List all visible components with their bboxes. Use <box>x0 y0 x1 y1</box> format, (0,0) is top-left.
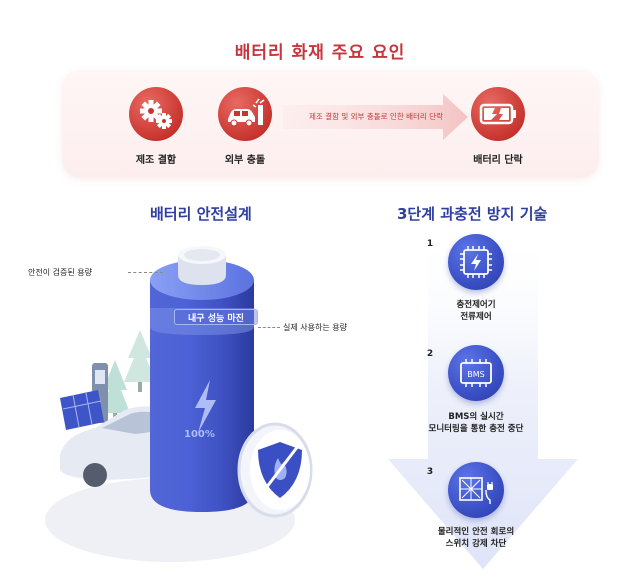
callout-actual: 실제 사용하는 용량 <box>283 323 347 332</box>
bms-icon-text: BMS <box>467 370 484 379</box>
overcharge-title: 3단계 과충전 방지 기술 <box>397 205 548 223</box>
chip-bolt-icon <box>448 234 504 290</box>
callout-line <box>128 272 163 273</box>
callout-verified: 안전이 검증된 용량 <box>28 268 92 277</box>
callout-line <box>258 327 280 328</box>
broken-battery-icon <box>471 87 525 141</box>
step-3-line2: 스위치 강제 차단 <box>445 539 507 549</box>
car-crash-icon <box>218 87 272 141</box>
step-1-line1: 충전제어기 <box>456 300 496 310</box>
result-label: 배터리 단락 <box>473 155 523 166</box>
switch-cutoff-icon <box>448 462 504 518</box>
cause-label-manufacturing: 제조 결함 <box>135 155 177 166</box>
step-2-line1: BMS의 실시간 <box>448 412 504 422</box>
arrow-caption: 제조 결함 및 외부 충돌로 인한 배터리 단락 <box>309 112 443 121</box>
page-title: 배터리 화재 주요 요인 <box>234 43 406 63</box>
step-3-line1: 물리적인 안전 회로의 <box>437 527 515 537</box>
step-number: 3 <box>426 467 434 477</box>
cause-label-collision: 외부 충돌 <box>224 155 266 166</box>
margin-label: 내구 성능 마진 <box>188 314 244 324</box>
bms-icon: BMS <box>448 345 504 401</box>
step-number: 2 <box>426 349 434 359</box>
gears-icon <box>129 87 183 141</box>
step-2-line2: 모니터링을 통한 충전 중단 <box>428 424 524 434</box>
margin-badge <box>174 309 258 325</box>
battery-illustration <box>45 246 313 562</box>
step-1-line2: 전류제어 <box>460 312 492 322</box>
capacity-percent: 100% <box>184 429 215 440</box>
safety-design-title: 배터리 안전설계 <box>150 205 252 223</box>
step-number: 1 <box>426 239 434 249</box>
arrow-shape <box>283 94 468 140</box>
